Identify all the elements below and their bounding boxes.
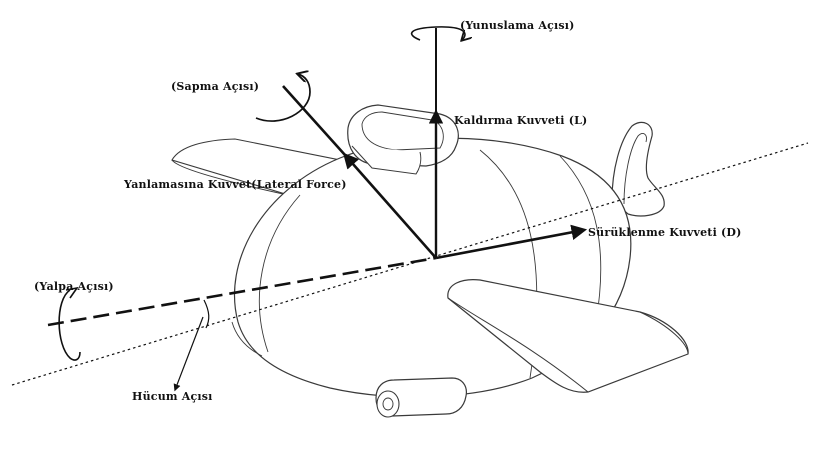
right-wing	[447, 279, 689, 393]
yaw-rotation-arrow	[255, 74, 311, 122]
wheel-hub	[382, 397, 394, 411]
drag-vector	[435, 224, 588, 260]
attack-angle-arc	[203, 299, 210, 329]
pitch-rotation-arrow	[410, 26, 465, 40]
tail-fin-inner	[623, 133, 647, 205]
longitudinal-axis	[47, 256, 437, 327]
pitch-angle-label: (Yunuslama Açısı)	[460, 19, 575, 32]
yaw-axis	[282, 85, 346, 156]
fuselage-nose-line	[231, 321, 263, 357]
lateral-force-vector	[342, 152, 437, 259]
right-wing-leading-edge	[447, 297, 589, 393]
drag-force-label: Sürüklenme Kuvveti (D)	[588, 226, 742, 239]
lateral-force-label: Yanlamasına Kuvvet(Lateral Force)	[124, 178, 347, 191]
tail-fin	[611, 121, 665, 217]
attack-angle-label: Hücum Açısı	[132, 390, 213, 403]
right-wing-tip	[639, 311, 689, 355]
canopy-window	[361, 111, 444, 151]
fuselage-contour-front	[259, 194, 301, 353]
canopy-side	[351, 145, 422, 175]
left-wing-edge	[171, 159, 293, 197]
roll-angle-label: (Yalpa Açısı)	[34, 280, 114, 293]
attack-angle-pointer	[173, 316, 204, 392]
lift-force-label: Kaldırma Kuvveti (L)	[454, 114, 588, 127]
relative-wind-line	[11, 142, 809, 386]
yaw-angle-label: (Sapma Açısı)	[171, 80, 260, 93]
fuselage-contour-rear	[559, 155, 602, 323]
roll-rotation-arrow	[58, 289, 81, 361]
roll-rotation-arrowhead	[65, 286, 79, 299]
